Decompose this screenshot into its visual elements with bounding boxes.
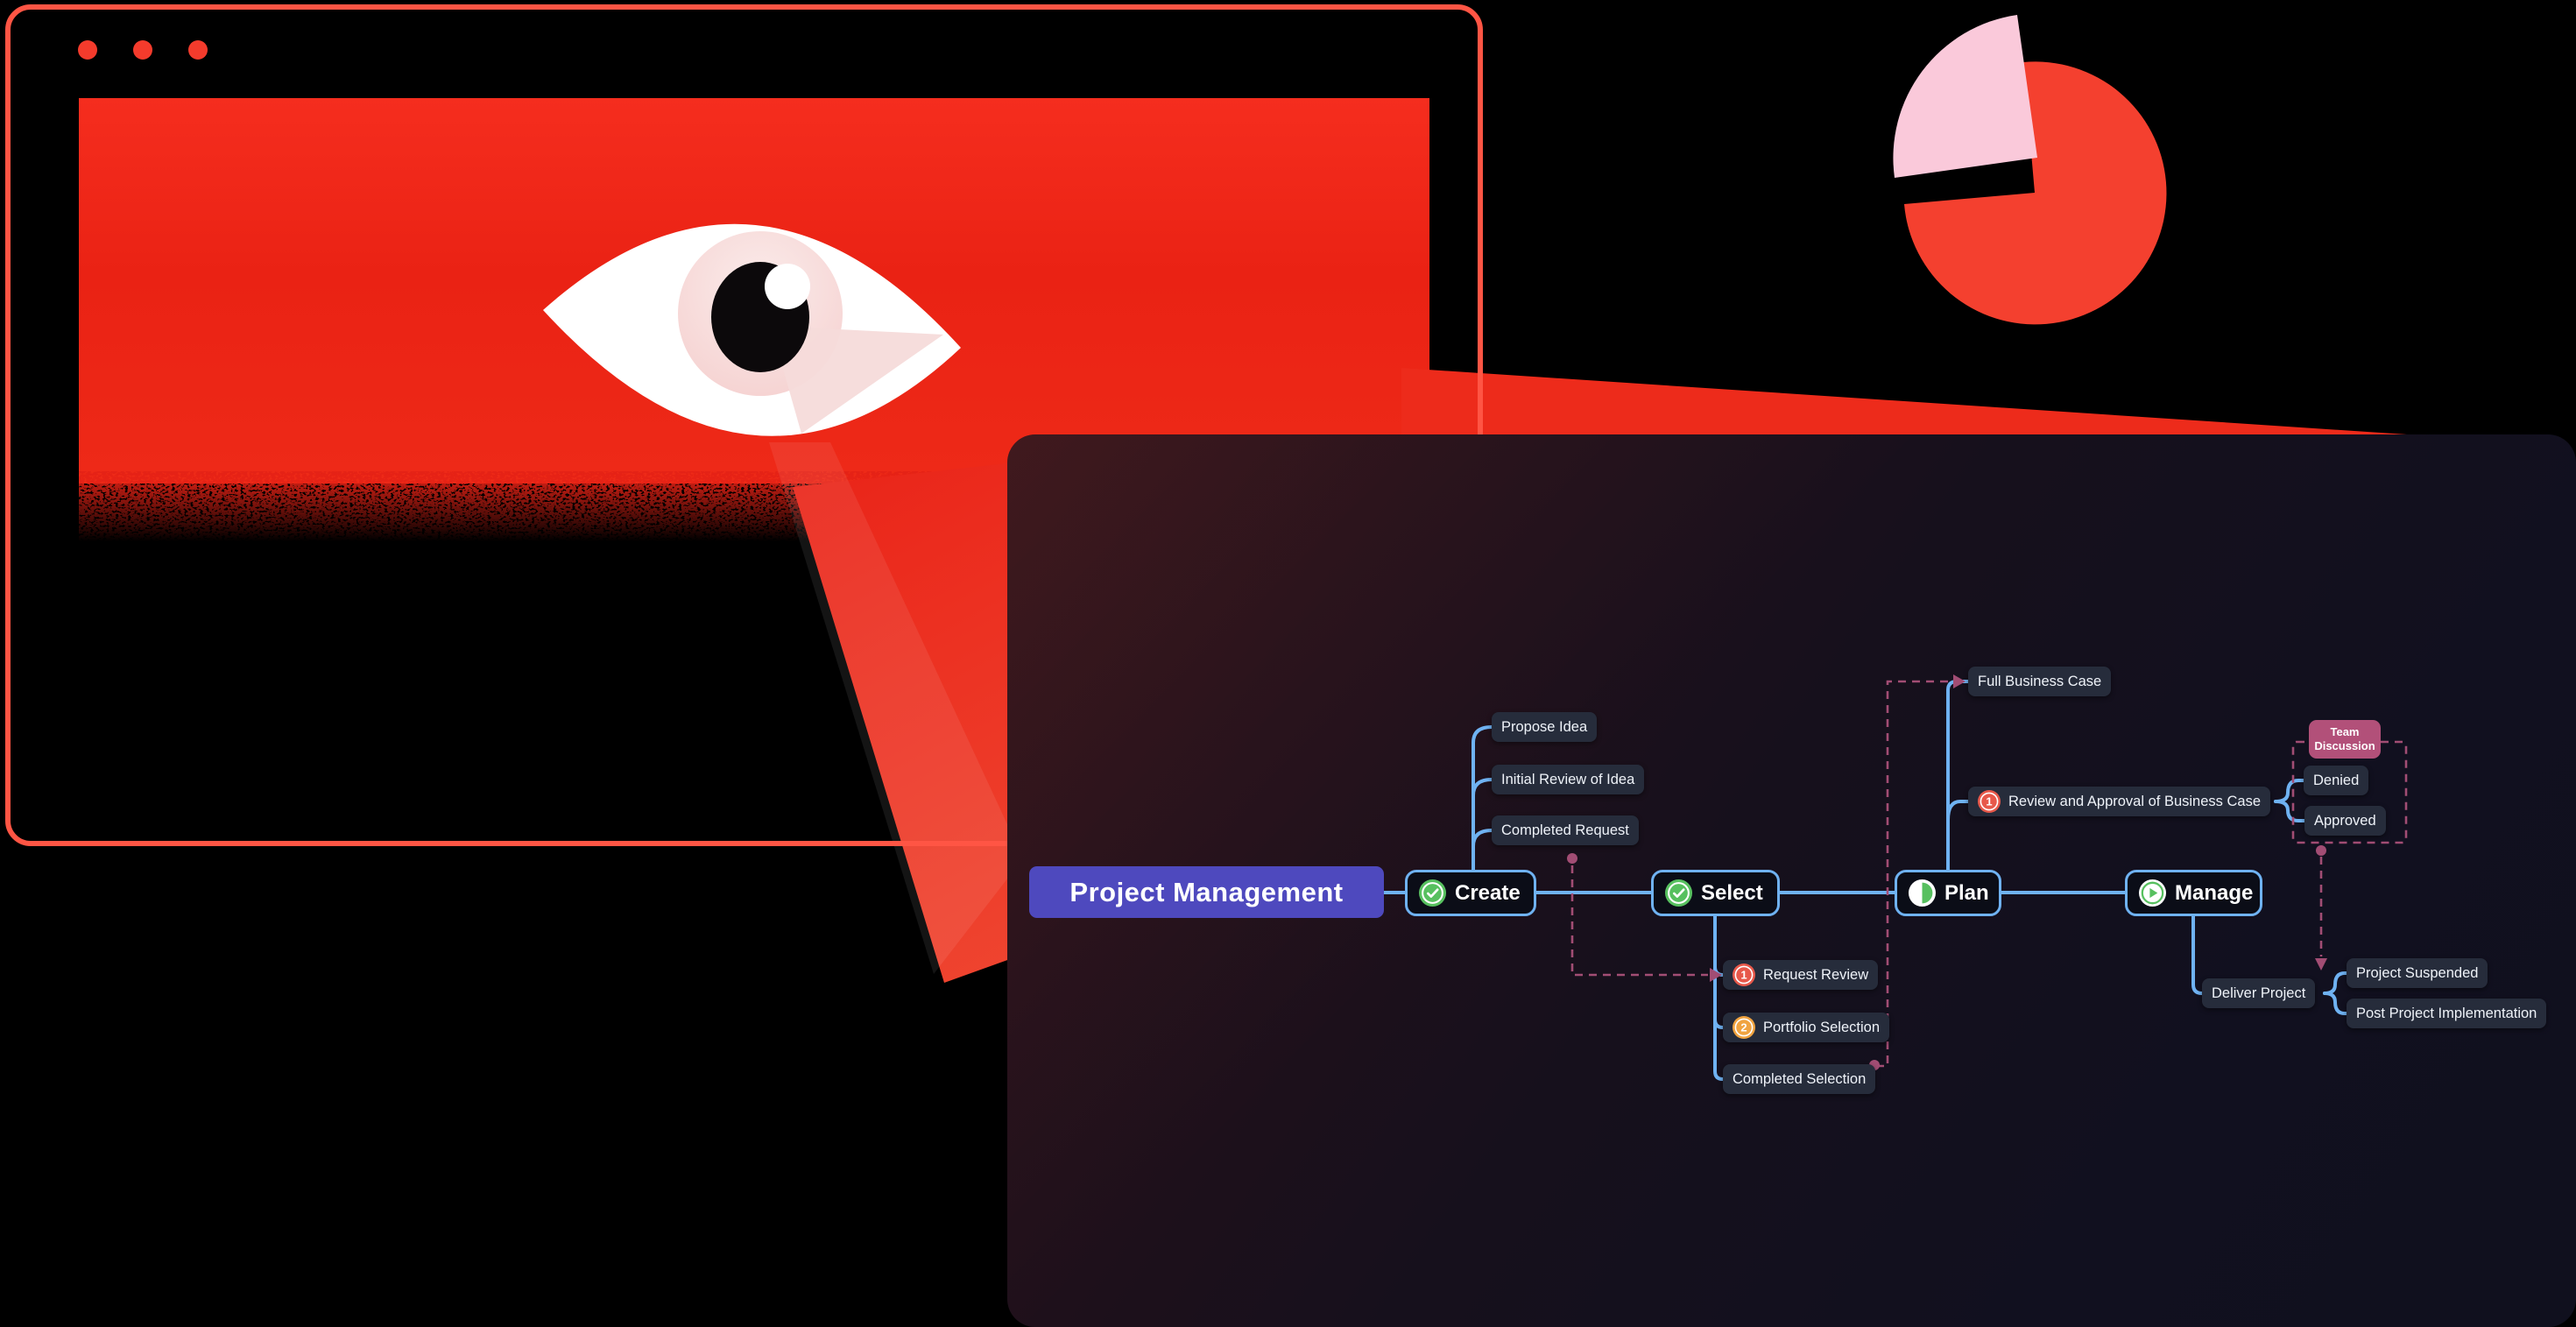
node-label: Plan <box>1944 880 1989 905</box>
mindmap-node-deliver-project[interactable]: Deliver Project <box>2202 978 2316 1008</box>
mindmap-node-denied[interactable]: Denied <box>2304 766 2369 795</box>
node-label: Completed Request <box>1501 822 1629 838</box>
mindmap-node-completed-selection[interactable]: Completed Selection <box>1723 1064 1876 1094</box>
mindmap-root-node[interactable]: Project Management <box>1029 866 1384 918</box>
badge-1-icon: 1 <box>1978 790 2001 813</box>
root-label: Project Management <box>1069 876 1344 907</box>
mindmap-node-review-approval[interactable]: 1 Review and Approval of Business Case <box>1968 787 2270 816</box>
team-discussion-tag[interactable]: Team Discussion <box>2309 720 2381 759</box>
check-circle-icon <box>1665 879 1692 907</box>
svg-text:2: 2 <box>1740 1021 1747 1034</box>
mindmap-node-create[interactable]: Create <box>1405 870 1536 916</box>
mindmap-node-select[interactable]: Select <box>1651 870 1780 916</box>
mindmap-node-completed-request[interactable]: Completed Request <box>1492 815 1639 845</box>
half-circle-progress-icon <box>1909 879 1936 907</box>
mindmap-node-portfolio-selection[interactable]: 2 Portfolio Selection <box>1723 1013 1889 1042</box>
mindmap-node-propose-idea[interactable]: Propose Idea <box>1492 712 1598 742</box>
eye-icon <box>543 223 961 436</box>
mindmap-node-approved[interactable]: Approved <box>2304 806 2386 836</box>
node-label: Portfolio Selection <box>1763 1019 1880 1035</box>
check-circle-icon <box>1419 879 1446 907</box>
node-label: Full Business Case <box>1978 673 2102 689</box>
tag-label: Team Discussion <box>2314 724 2375 752</box>
mindmap-node-request-review[interactable]: 1 Request Review <box>1723 960 1879 990</box>
window-control-dots <box>78 40 208 60</box>
dashboard-panel: Project Management Create Select Plan <box>1007 434 2576 1327</box>
pie-chart-illustration <box>1893 15 2167 325</box>
mindmap-node-initial-review[interactable]: Initial Review of Idea <box>1492 765 1645 794</box>
node-label: Post Project Implementation <box>2356 1005 2537 1021</box>
badge-1-icon: 1 <box>1733 963 1755 986</box>
node-label: Manage <box>2175 880 2254 905</box>
node-label: Request Review <box>1763 966 1869 983</box>
window-dot-icon <box>78 40 97 60</box>
badge-2-icon: 2 <box>1733 1016 1755 1039</box>
play-circle-icon <box>2139 879 2166 907</box>
node-label: Project Suspended <box>2356 964 2479 981</box>
node-label: Propose Idea <box>1501 718 1588 735</box>
browser-window-frame <box>5 4 1483 846</box>
node-label: Initial Review of Idea <box>1501 771 1635 787</box>
node-label: Review and Approval of Business Case <box>2008 793 2261 809</box>
window-dot-icon <box>133 40 152 60</box>
mindmap-node-full-business-case[interactable]: Full Business Case <box>1968 667 2112 696</box>
mindmap-node-post-project-implementation[interactable]: Post Project Implementation <box>2347 999 2547 1028</box>
node-label: Approved <box>2314 812 2376 829</box>
node-label: Deliver Project <box>2212 985 2306 1001</box>
mindmap-node-project-suspended[interactable]: Project Suspended <box>2347 958 2488 988</box>
pie-slice-main <box>1904 61 2167 325</box>
window-dot-icon <box>188 40 208 60</box>
node-label: Denied <box>2313 772 2360 788</box>
mindmap-node-plan[interactable]: Plan <box>1895 870 2001 916</box>
mindmap-node-manage[interactable]: Manage <box>2125 870 2262 916</box>
node-label: Select <box>1701 880 1763 905</box>
pie-slice-exploded <box>1893 15 2037 178</box>
project-mindmap: Project Management Create Select Plan <box>1007 434 2576 1327</box>
node-label: Completed Selection <box>1733 1070 1867 1087</box>
svg-text:1: 1 <box>1740 969 1747 982</box>
node-label: Create <box>1455 880 1521 905</box>
mindmap-connectors <box>1382 674 2408 1081</box>
svg-text:1: 1 <box>1986 795 1992 808</box>
